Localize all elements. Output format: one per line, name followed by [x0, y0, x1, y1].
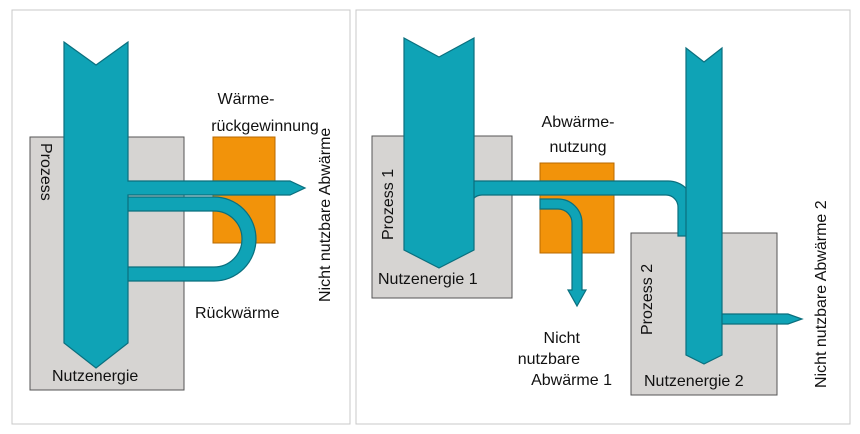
unusable-waste-heat-1-line3: Abwärme 1 — [531, 372, 612, 389]
heat-recovery-title-line2: rückgewinnung — [211, 118, 319, 135]
waste-heat-utilization-title-line2: nutzung — [550, 139, 607, 156]
process-label: Prozess — [37, 143, 54, 201]
unusable-waste-heat-2-label: Nicht nutzbare Abwärme 2 — [813, 200, 830, 388]
main-energy-flow — [63, 40, 307, 369]
energy-flow-1 — [403, 36, 475, 269]
process-1-label: Prozess 1 — [380, 169, 397, 240]
return-heat-flow — [119, 196, 257, 282]
useful-energy-2-label: Nutzenergie 2 — [644, 373, 744, 390]
return-heat-label: Rückwärme — [195, 305, 280, 322]
useful-energy-1-label: Nutzenergie 1 — [378, 271, 478, 288]
process-2-label: Prozess 2 — [639, 264, 656, 335]
unusable-waste-heat-1-line1: Nicht — [544, 330, 581, 347]
useful-energy-label: Nutzenergie — [52, 368, 138, 385]
unusable-waste-heat-label: Nicht nutzbare Abwärme — [317, 128, 334, 302]
unusable-waste-heat-1-flow — [539, 198, 588, 308]
heat-recovery-title-line1: Wärme- — [218, 91, 275, 108]
unusable-waste-heat-1-line2: nutzbare — [518, 351, 580, 368]
energy-flow-2 — [685, 46, 723, 365]
waste-heat-utilization-title-line1: Abwärme- — [542, 114, 615, 131]
